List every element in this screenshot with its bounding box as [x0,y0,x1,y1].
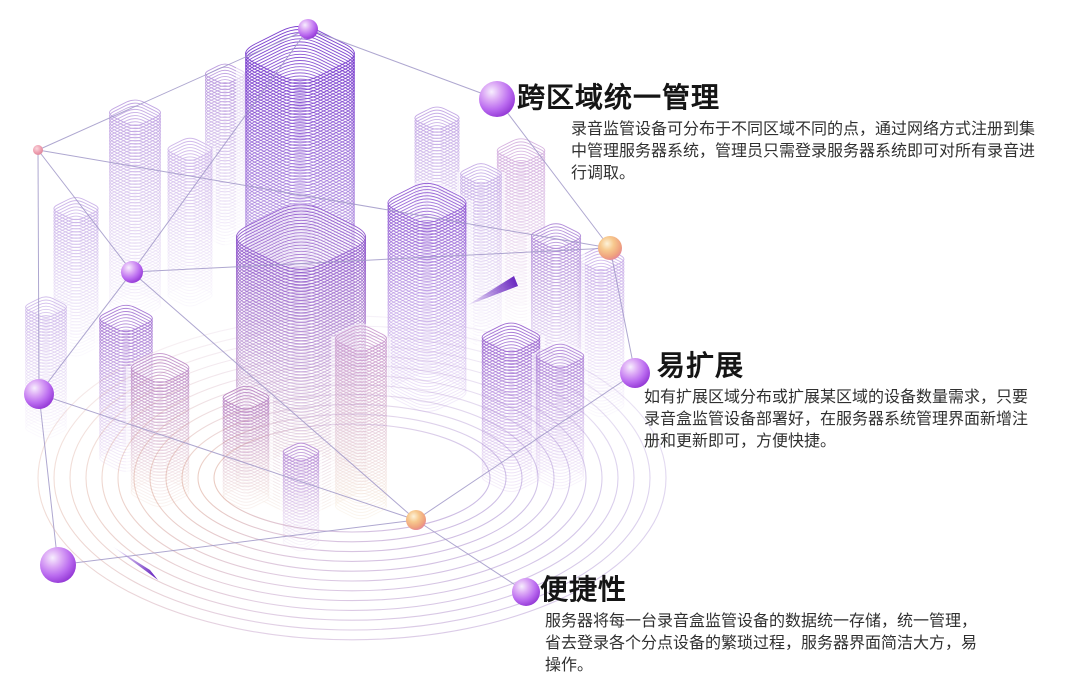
network-node-sphere [406,510,426,530]
network-node-sphere [479,81,515,117]
network-nodes [24,19,650,606]
feature-title: 便捷性 [540,574,628,605]
light-streaks [112,276,518,580]
network-node-sphere [121,261,143,283]
feature-easy-expansion: 易扩展 如有扩展区域分布或扩展某区域的设备数量需求，只要录音盒监管设备部署好，在… [644,350,1036,453]
feature-title: 易扩展 [657,350,745,381]
orbit-rings [37,315,667,641]
network-node-sphere [298,19,318,39]
network-lines [37,28,636,593]
network-node-sphere [598,236,622,260]
feature-description: 如有扩展区域分布或扩展某区域的设备数量需求，只要录音盒监管设备部署好，在服务器系… [644,389,1029,450]
network-node-sphere [40,547,76,583]
feature-description: 服务器将每一台录音盒监管设备的数据统一存储，统一管理，省去登录各个分点设备的繁琐… [545,613,978,674]
feature-title: 跨区域统一管理 [517,82,721,113]
feature-cross-region-management: 跨区域统一管理 录音监管设备可分布于不同区域不同的点，通过网络方式注册到集中管理… [517,82,1041,185]
feature-convenience: 便捷性 服务器将每一台录音盒监管设备的数据统一存储，统一管理，省去登录各个分点设… [540,574,985,677]
network-node-sphere [620,358,650,388]
network-node-sphere [24,379,54,409]
network-node-sphere [512,578,540,606]
network-node-sphere [33,145,43,155]
feature-description: 录音监管设备可分布于不同区域不同的点，通过网络方式注册到集中管理服务器系统，管理… [571,121,1036,182]
